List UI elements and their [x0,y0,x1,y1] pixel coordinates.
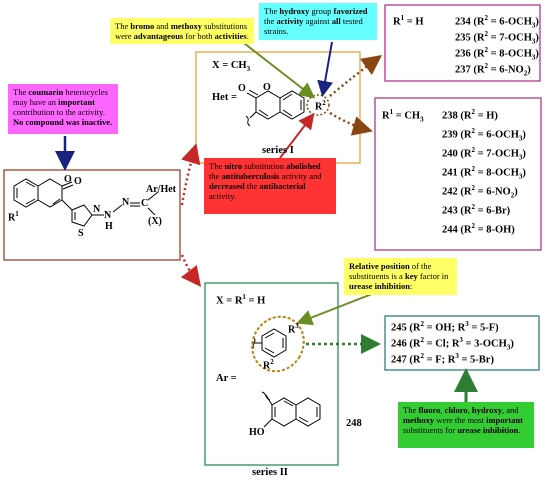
r1-ch3-frame [374,97,542,251]
arrow-red-note [279,112,315,159]
compound-row-244: 244 (R2 = 8-OH) [442,222,515,236]
note-urease-substituents: The fluoro, chloro, hydroxy, and methoxy… [398,402,534,448]
core-structure [13,178,159,227]
compound-row-240: 240 (R2 = 7-OCH3) [442,146,526,162]
compound-number: 239 [442,129,458,141]
arrow-yellow-note [239,39,316,99]
compound-row-241: 241 (R2 = 8-OCH3) [442,165,526,181]
core-atom-o2: O [74,176,82,187]
dotted-arrow-to-r1-ch3 [329,111,373,136]
series2-x-label: X = R1 = H [216,293,266,307]
core-atom-c: C [141,198,149,209]
dotted-arrow-core-to-series1 [180,143,201,206]
arrow-cyan-note [317,41,333,97]
series2-atom-r3: R3 [288,322,299,336]
core-x-group: (X) [148,216,162,227]
core-ar-het: Ar/Het [146,184,176,195]
series2-caption: series II [252,467,288,478]
r1-h-header: R1 = H [393,14,424,28]
compound-row-237: 237 (R2 = 6-NO2) [455,62,531,78]
core-atom-r1: R1 [8,210,19,224]
compound-row-234: 234 (R2 = 6-OCH3) [455,14,539,30]
compound-row-245: 245 (R2 = OH; R3 = 5-F) [391,320,499,334]
compound-number: 244 [442,224,458,236]
series1-caption: series I [262,145,294,156]
core-atom-n1: N [93,204,101,215]
note-coumarin: The coumarin heterocycles may have an im… [8,84,118,134]
series2-substituent-highlight [251,315,305,373]
compound-row-246: 246 (R2 = Cl; R3 = 3-OCH3) [391,336,514,352]
core-atom-n3: N [122,197,130,208]
note-nitro: The nitro substitution abolished the ant… [204,158,336,214]
arrow-yellow-mid-note [296,293,373,326]
series1-x-label: X = CH3 [212,60,251,74]
compound-number: 240 [442,148,458,160]
compound-number: 236 [455,48,471,60]
r1-h-frame [384,4,541,82]
compound-row-243: 243 (R2 = 6-Br) [442,203,511,217]
dotted-arrow-core-to-series2 [180,254,202,287]
series2-atom-ho: HO [249,427,265,438]
core-atom-o1: O [64,174,72,185]
compound-row-235: 235 (R2 = 7-OCH3) [455,30,539,46]
compound-number: 237 [455,64,471,76]
compound-248: 248 [346,418,362,429]
compound-number: 245 [391,322,407,334]
compound-number: 242 [442,186,458,198]
note-hydroxy: The hydroxy group favorized the activity… [259,3,377,40]
core-atom-s: S [78,228,84,239]
compound-row-247: 247 (R2 = F; R3 = 5-Br) [391,352,494,366]
compound-number: 247 [391,354,407,366]
series2-atom-r2: R2 [263,358,274,372]
compound-number: 238 [442,110,458,122]
core-frame [3,169,181,261]
series1-atom-r2: R2 [315,99,326,113]
compound-number: 234 [455,16,471,28]
compound-row-238: 238 (R2 = H) [442,108,498,122]
note-relative-position: Relative position of the substituents is… [344,258,457,295]
series1-het-label: Het = [212,92,237,103]
series2-naphthol-structure [261,391,321,428]
series2-aryl-structure [252,328,287,358]
dotted-arrow-to-r1-h [329,55,383,97]
compound-number: 243 [442,205,458,217]
compound-row-239: 239 (R2 = 6-OCH3) [442,127,526,143]
compound-row-242: 242 (R2 = 6-NO2) [442,184,518,200]
series1-atom-o-ring: O [263,82,271,93]
series1-coumarin-structure [245,89,305,127]
series2-ar-label: Ar = [216,373,237,384]
note-bromo-methoxy: The bromo and methoxy substitutions were… [110,18,254,44]
core-atom-h: H [105,221,113,232]
core-atom-n2: N [104,210,112,221]
compound-number: 246 [391,338,407,350]
r1-ch3-header: R1 = CH3 [382,108,424,124]
series1-atom-o-carbonyl: O [238,83,246,94]
compound-row-236: 236 (R2 = 8-OCH3) [455,46,539,62]
compound-number: 235 [455,32,471,44]
series2-frame [204,282,339,466]
compound-number: 241 [442,167,458,179]
